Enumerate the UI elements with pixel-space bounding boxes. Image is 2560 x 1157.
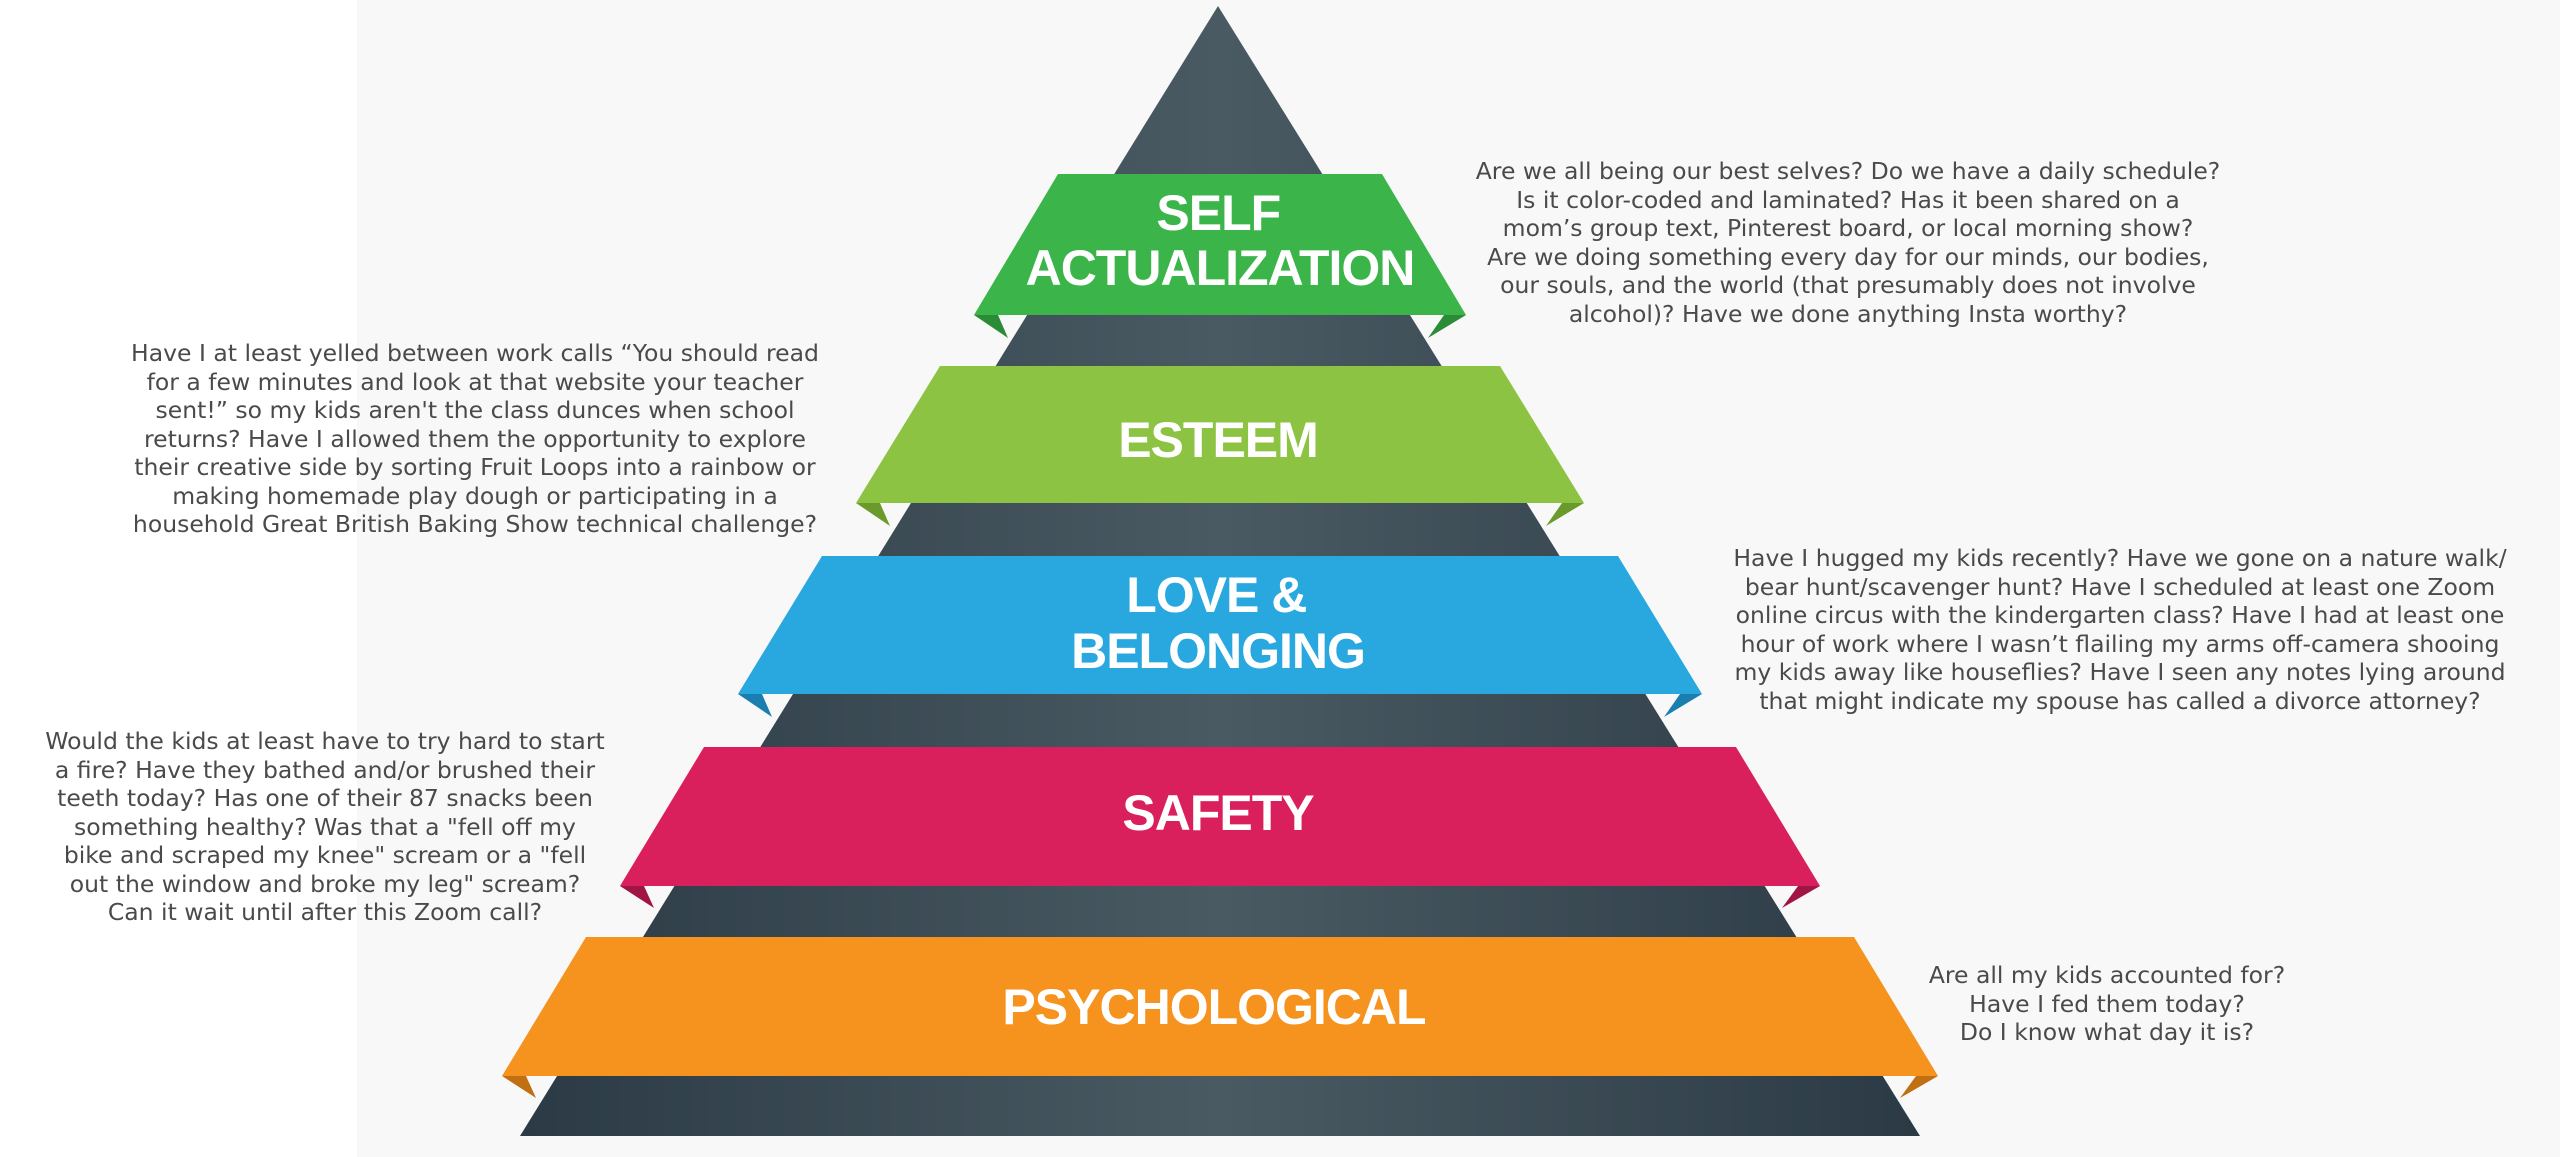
band-label-line-1: LOVE & [1126,567,1306,623]
band-esteem: ESTEEM [856,366,1584,526]
band-face [856,366,1584,503]
band-fold-left [856,503,890,526]
band-fold-left [738,694,772,717]
band-label-line-1: PSYCHOLOGICAL [1002,979,1425,1035]
love-belonging-description: Have I hugged my kids recently? Have we … [1733,544,2507,715]
band-fold-left [620,886,654,908]
band-label-line-2: ACTUALIZATION [1026,240,1415,296]
band-face [738,556,1702,694]
self-actualization-description: Are we all being our best selves? Do we … [1475,157,2221,328]
band-label-line-1: SELF [1156,185,1280,241]
band-label: SELF ACTUALIZATION [1026,185,1415,296]
safety-description: Would the kids at least have to try hard… [45,727,605,926]
band-label: PSYCHOLOGICAL [1002,979,1425,1035]
band-love-belonging: LOVE & BELONGING [738,556,1702,717]
band-safety: SAFETY [620,747,1820,908]
band-psychological: PSYCHOLOGICAL [502,937,1938,1098]
band-face [974,174,1466,315]
band-label: LOVE & BELONGING [1071,567,1365,679]
psychological-description: Are all my kids accounted for? Have I fe… [1928,961,2286,1046]
band-fold-right [1664,694,1702,717]
band-label-line-2: BELONGING [1071,623,1365,679]
esteem-description: Have I at least yelled between work call… [131,339,819,538]
band-label: SAFETY [1122,785,1314,841]
band-fold-right [1428,315,1466,338]
band-self-actualization: SELF ACTUALIZATION [974,174,1466,338]
band-face [502,937,1938,1076]
band-fold-left [502,1076,536,1098]
band-fold-left [974,315,1008,338]
band-fold-right [1782,886,1820,908]
band-fold-right [1546,503,1584,526]
band-label-line-1: SAFETY [1122,785,1314,841]
band-label: ESTEEM [1118,412,1318,468]
band-face [620,747,1820,886]
band-fold-right [1900,1076,1938,1098]
band-label-line-1: ESTEEM [1118,412,1318,468]
